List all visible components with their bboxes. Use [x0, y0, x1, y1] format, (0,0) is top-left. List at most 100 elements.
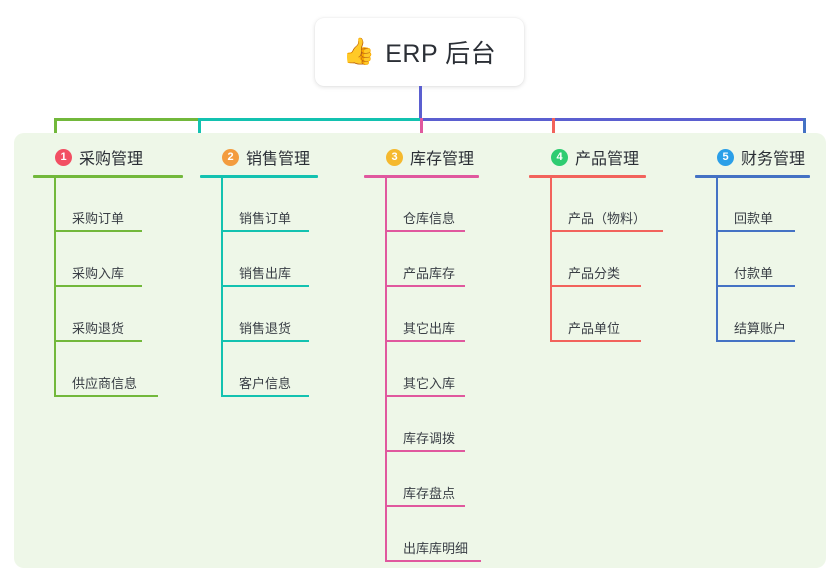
column-header-1[interactable]: 1 采购管理: [33, 145, 183, 169]
column-header-rule-3: [364, 175, 479, 178]
list-item-rule: [221, 285, 309, 287]
list-item-rule: [385, 395, 465, 397]
column-badge-1: 1: [55, 148, 72, 166]
list-item[interactable]: 库存盘点: [385, 481, 465, 507]
list-item-rule: [550, 230, 663, 232]
list-item-label: 出库库明细: [403, 541, 469, 556]
list-item[interactable]: 仓库信息: [385, 206, 465, 232]
list-item-label: 产品分类: [568, 266, 621, 281]
connector-trunk: [419, 86, 422, 121]
list-item-label: 销售退货: [239, 321, 292, 336]
list-item-label: 销售订单: [239, 211, 292, 226]
root-node-title: ERP 后台: [385, 40, 497, 68]
list-item-rule: [54, 285, 142, 287]
column-spine-3: [385, 175, 387, 562]
column-title-3: 库存管理: [410, 151, 475, 168]
list-item[interactable]: 客户信息: [221, 371, 309, 397]
connector-drop-1: [54, 118, 57, 146]
list-item[interactable]: 结算账户: [716, 316, 795, 342]
column-spine-5: [716, 175, 718, 342]
list-item[interactable]: 销售订单: [221, 206, 309, 232]
list-item[interactable]: 产品分类: [550, 261, 641, 287]
column-badge-3: 3: [386, 148, 403, 166]
list-item-rule: [54, 230, 142, 232]
list-item-rule: [385, 450, 465, 452]
list-item-label: 其它出库: [403, 321, 456, 336]
column-badge-4: 4: [551, 148, 568, 166]
list-item[interactable]: 其它入库: [385, 371, 465, 397]
list-item-label: 产品库存: [403, 266, 456, 281]
list-item-label: 产品（物料）: [568, 211, 647, 226]
connector-bar-segment-1: [54, 118, 198, 121]
list-item-label: 产品单位: [568, 321, 621, 336]
branches-panel: [14, 133, 826, 568]
list-item-rule: [550, 285, 641, 287]
list-item-label: 销售出库: [239, 266, 292, 281]
column-1: 1 采购管理采购订单采购入库采购退货供应商信息: [33, 145, 183, 397]
list-item-rule: [716, 340, 795, 342]
list-item-label: 结算账户: [734, 321, 787, 336]
connector-bar-segment-2: [198, 118, 420, 121]
list-item[interactable]: 其它出库: [385, 316, 465, 342]
list-item-rule: [54, 395, 158, 397]
list-item[interactable]: 回款单: [716, 206, 795, 232]
list-item[interactable]: 产品库存: [385, 261, 465, 287]
list-item[interactable]: 采购入库: [54, 261, 142, 287]
list-item-label: 仓库信息: [403, 211, 456, 226]
list-item-rule: [54, 340, 142, 342]
list-item-label: 库存调拨: [403, 431, 456, 446]
column-header-rule-5: [695, 175, 810, 178]
root-node-card[interactable]: 👍 ERP 后台: [315, 18, 524, 86]
list-item-label: 客户信息: [239, 376, 292, 391]
column-header-3[interactable]: 3 库存管理: [364, 145, 479, 169]
column-header-rule-2: [200, 175, 318, 178]
list-item-label: 其它入库: [403, 376, 456, 391]
list-item-rule: [385, 285, 465, 287]
list-item[interactable]: 付款单: [716, 261, 795, 287]
column-badge-5: 5: [717, 148, 734, 166]
thumbs-up-icon: 👍: [342, 37, 376, 67]
list-item-rule: [385, 560, 481, 562]
column-title-5: 财务管理: [741, 151, 806, 168]
connector-bar-segment-3: [420, 118, 805, 121]
column-badge-2: 2: [222, 148, 239, 166]
connector-drop-2: [198, 118, 201, 146]
list-item[interactable]: 采购订单: [54, 206, 142, 232]
column-header-rule-1: [33, 175, 183, 178]
list-item-label: 采购退货: [72, 321, 125, 336]
connector-drop-5: [803, 118, 806, 146]
column-2: 2 销售管理销售订单销售出库销售退货客户信息: [200, 145, 318, 397]
column-header-5[interactable]: 5 财务管理: [695, 145, 810, 169]
list-item[interactable]: 产品单位: [550, 316, 641, 342]
column-spine-4: [550, 175, 552, 342]
column-5: 5 财务管理回款单付款单结算账户: [695, 145, 810, 342]
list-item-rule: [716, 285, 795, 287]
list-item[interactable]: 采购退货: [54, 316, 142, 342]
list-item[interactable]: 产品（物料）: [550, 206, 663, 232]
list-item-label: 供应商信息: [72, 376, 138, 391]
list-item-rule: [385, 230, 465, 232]
list-item-rule: [550, 340, 641, 342]
list-item[interactable]: 库存调拨: [385, 426, 465, 452]
column-title-2: 销售管理: [246, 151, 311, 168]
column-header-2[interactable]: 2 销售管理: [200, 145, 318, 169]
list-item[interactable]: 出库库明细: [385, 536, 481, 562]
list-item-rule: [385, 505, 465, 507]
list-item-rule: [385, 340, 465, 342]
list-item-label: 付款单: [734, 266, 774, 281]
list-item-label: 回款单: [734, 211, 774, 226]
list-item[interactable]: 销售退货: [221, 316, 309, 342]
list-item-label: 库存盘点: [403, 486, 456, 501]
connector-drop-3: [420, 118, 423, 146]
list-item[interactable]: 销售出库: [221, 261, 309, 287]
column-3: 3 库存管理仓库信息产品库存其它出库其它入库库存调拨库存盘点出库库明细: [364, 145, 481, 562]
list-item-label: 采购订单: [72, 211, 125, 226]
list-item[interactable]: 供应商信息: [54, 371, 158, 397]
list-item-rule: [716, 230, 795, 232]
connector-drop-4: [552, 118, 555, 146]
list-item-rule: [221, 395, 309, 397]
column-title-1: 采购管理: [79, 151, 144, 168]
